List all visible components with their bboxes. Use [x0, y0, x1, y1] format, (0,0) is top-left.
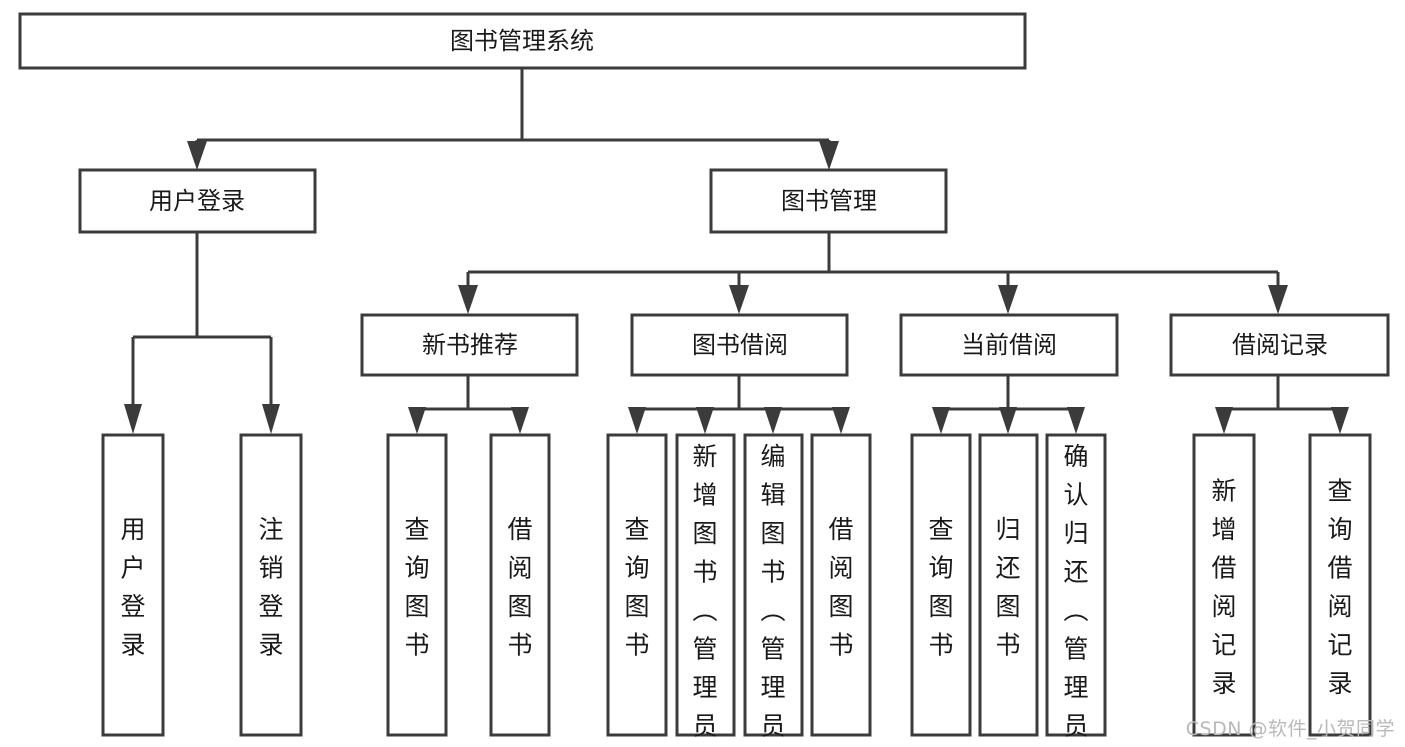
arrow-head-leaf-query-record — [1331, 407, 1349, 434]
leaf-query-book-3[interactable] — [910, 433, 972, 737]
leaf-add-record-box[interactable] — [1192, 433, 1256, 737]
node-new-book-recommend-box[interactable] — [360, 313, 579, 377]
leaf-query-record-box[interactable] — [1308, 433, 1372, 737]
leaf-query-book-2[interactable] — [606, 433, 668, 737]
node-current-borrow[interactable]: 当前借阅 — [899, 313, 1119, 377]
arrow-head-leaf-add-book — [696, 407, 714, 434]
arrow-head-user-login — [187, 141, 207, 170]
node-root-box[interactable] — [18, 12, 1027, 70]
leaf-borrow-book-1[interactable] — [489, 433, 551, 737]
node-root-label: 图书管理系统 — [450, 27, 594, 55]
leaf-add-book-box[interactable] — [675, 433, 736, 737]
leaf-logout-label: 注销登录 — [258, 515, 283, 660]
node-book-management[interactable]: 图书管理 — [709, 168, 948, 234]
arrow-head-leaf-edit-book — [764, 407, 782, 434]
leaf-borrow-book-2-label: 借阅图书 — [828, 515, 853, 660]
leaf-user-login[interactable] — [101, 433, 165, 737]
leaf-user-login-box[interactable] — [101, 433, 165, 737]
leaf-edit-book-label: 编辑图书︵管理员︶ — [760, 442, 785, 747]
arrow-head-borrow-record — [1268, 285, 1288, 314]
node-borrow-record-label: 借阅记录 — [1232, 331, 1328, 359]
leaf-confirm-return-box[interactable] — [1045, 433, 1107, 737]
leaf-confirm-return-label: 确认归还︵管理员︶ — [1063, 442, 1088, 747]
node-user-login-label: 用户登录 — [149, 187, 245, 215]
node-book-management-label: 图书管理 — [781, 187, 877, 215]
leaf-edit-book-box[interactable] — [743, 433, 804, 737]
leaf-query-book-2-label: 查询图书 — [624, 515, 649, 660]
arrow-head-leaf-logout — [262, 404, 280, 434]
node-book-management-box[interactable] — [709, 168, 948, 234]
leaf-add-book-label: 新增图书︵管理员︶ — [692, 442, 717, 747]
node-current-borrow-box[interactable] — [899, 313, 1119, 377]
node-new-book-recommend[interactable]: 新书推荐 — [360, 313, 579, 377]
node-book-borrow-label: 图书借阅 — [692, 331, 788, 359]
leaf-query-record-label: 查询借阅记录 — [1327, 477, 1352, 699]
leaf-query-book-3-box[interactable] — [910, 433, 972, 737]
node-user-login-box[interactable] — [78, 168, 317, 234]
leaf-return-book-label: 归还图书 — [995, 515, 1020, 660]
arrow-head-leaf-return-book — [999, 407, 1017, 434]
arrow-head-new-book-rec — [458, 285, 478, 314]
leaf-query-book-1[interactable] — [386, 433, 448, 737]
leaf-return-book-box[interactable] — [978, 433, 1039, 737]
arrow-head-leaf-query-book-3 — [932, 407, 950, 434]
leaf-logout-box[interactable] — [239, 433, 303, 737]
node-book-borrow-box[interactable] — [630, 313, 849, 377]
node-new-book-recommend-label: 新书推荐 — [422, 331, 518, 359]
leaf-edit-book[interactable] — [743, 433, 804, 737]
node-book-borrow[interactable]: 图书借阅 — [630, 313, 849, 377]
leaf-add-record[interactable] — [1192, 433, 1256, 737]
leaf-confirm-return[interactable] — [1045, 433, 1107, 737]
arrow-head-leaf-query-book-1 — [408, 407, 426, 434]
leaf-borrow-book-2[interactable] — [810, 433, 872, 737]
arrow-head-book-borrow — [729, 285, 749, 314]
arrow-head-leaf-borrow-book-1 — [511, 407, 529, 434]
leaf-label-layer: 用户登录 注销登录 查询图书 借阅图书 查询图书 新增图书︵管理员︶ 编辑图书︵管理员︶ 借阅… — [120, 442, 1352, 747]
leaf-borrow-book-1-label: 借阅图书 — [507, 515, 532, 660]
node-user-login[interactable]: 用户登录 — [78, 168, 317, 234]
arrow-head-leaf-add-record — [1215, 407, 1233, 434]
leaf-query-book-1-box[interactable] — [386, 433, 448, 737]
leaf-query-record[interactable] — [1308, 433, 1372, 737]
arrow-head-leaf-borrow-book-2 — [832, 407, 850, 434]
leaf-user-login-label: 用户登录 — [120, 515, 145, 660]
arrow-head-book-mgmt — [819, 141, 839, 170]
node-root[interactable]: 图书管理系统 — [18, 12, 1027, 70]
leaf-query-book-3-label: 查询图书 — [928, 515, 953, 660]
leaf-return-book[interactable] — [978, 433, 1039, 737]
leaf-add-book[interactable] — [675, 433, 736, 737]
leaf-query-book-2-box[interactable] — [606, 433, 668, 737]
node-borrow-record[interactable]: 借阅记录 — [1169, 313, 1390, 377]
connector-layer — [124, 68, 1349, 434]
node-current-borrow-label: 当前借阅 — [961, 331, 1057, 359]
arrow-head-leaf-query-book-2 — [628, 407, 646, 434]
arrow-head-current-borrow — [998, 285, 1018, 314]
leaf-borrow-book-2-box[interactable] — [810, 433, 872, 737]
node-borrow-record-box[interactable] — [1169, 313, 1390, 377]
leaf-borrow-book-1-box[interactable] — [489, 433, 551, 737]
leaf-add-record-label: 新增借阅记录 — [1211, 477, 1236, 699]
arrow-head-leaf-user-login — [124, 404, 142, 434]
arrow-head-leaf-confirm-return — [1067, 407, 1085, 434]
leaf-query-book-1-label: 查询图书 — [404, 515, 429, 660]
leaf-logout[interactable] — [239, 433, 303, 737]
